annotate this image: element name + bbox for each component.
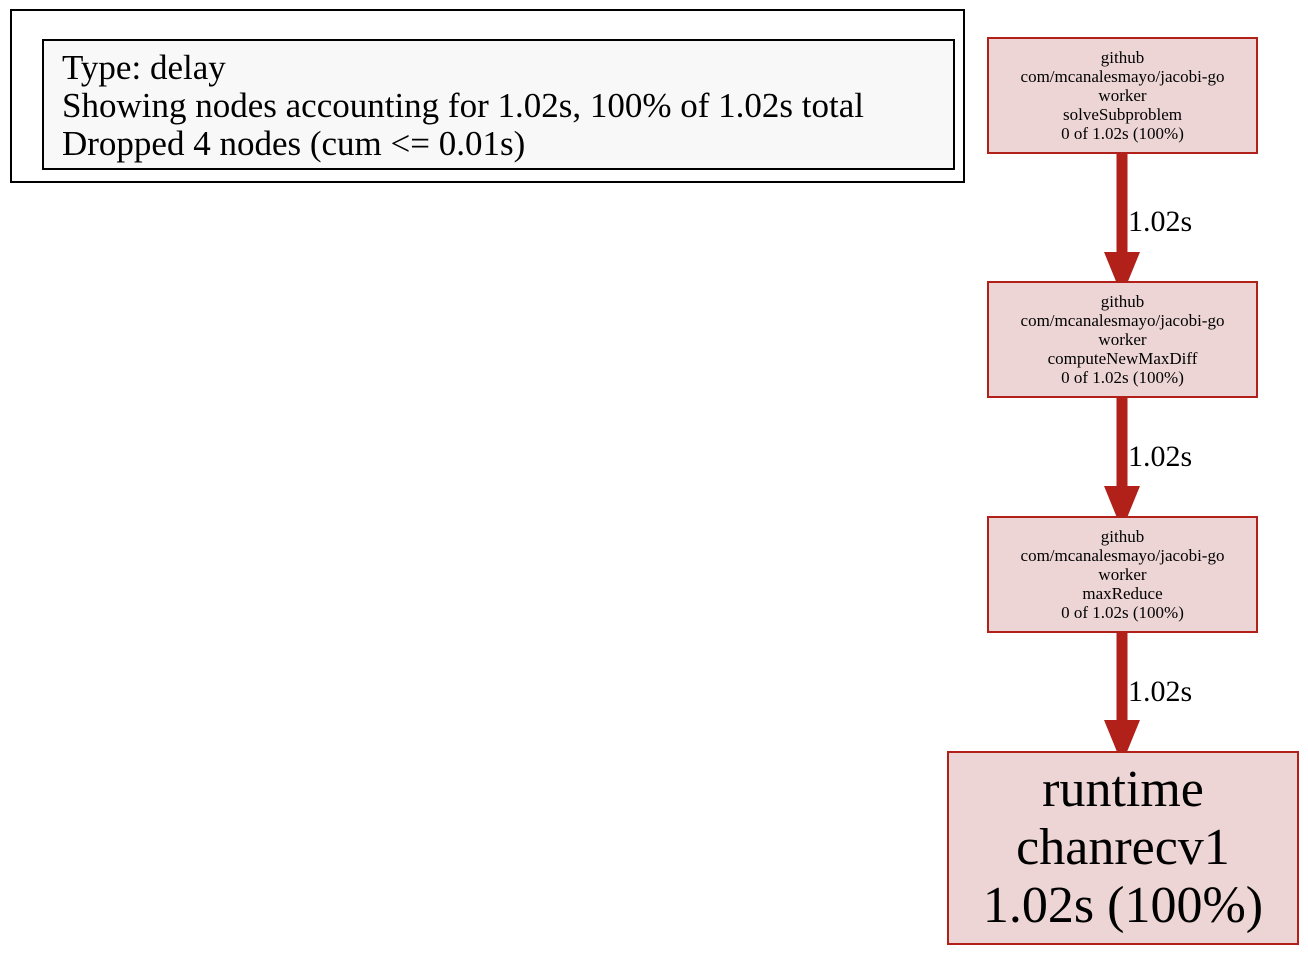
node-line: solveSubproblem xyxy=(1063,105,1182,124)
node-max-reduce[interactable]: github com/mcanalesmayo/jacobi-go worker… xyxy=(987,516,1258,633)
node-solve-subproblem[interactable]: github com/mcanalesmayo/jacobi-go worker… xyxy=(987,37,1258,154)
node-line: computeNewMaxDiff xyxy=(1047,349,1198,368)
node-line: github xyxy=(1100,48,1145,67)
legend-showing: Showing nodes accounting for 1.02s, 100%… xyxy=(62,86,864,125)
legend-type: Type: delay xyxy=(62,48,226,87)
legend-frame: Type: delay Showing nodes accounting for… xyxy=(10,9,965,183)
node-line: 1.02s (100%) xyxy=(982,877,1264,934)
edge-solve-to-compute xyxy=(1104,153,1140,296)
node-line: worker xyxy=(1098,565,1147,584)
node-line: github xyxy=(1100,527,1145,546)
node-line: worker xyxy=(1098,330,1147,349)
edge-compute-to-maxreduce xyxy=(1104,398,1140,530)
node-line: 0 of 1.02s (100%) xyxy=(1061,368,1184,387)
node-compute-new-max-diff[interactable]: github com/mcanalesmayo/jacobi-go worker… xyxy=(987,281,1258,398)
edge-maxreduce-to-chanrecv xyxy=(1104,632,1140,764)
node-line: chanrecv1 xyxy=(1016,819,1230,876)
edge-label: 1.02s xyxy=(1128,205,1193,238)
node-line: com/mcanalesmayo/jacobi-go xyxy=(1020,67,1225,86)
node-line: worker xyxy=(1098,86,1147,105)
node-line: 0 of 1.02s (100%) xyxy=(1061,603,1184,622)
legend-dropped: Dropped 4 nodes (cum <= 0.01s) xyxy=(62,124,526,163)
node-line: com/mcanalesmayo/jacobi-go xyxy=(1020,546,1225,565)
node-line: github xyxy=(1100,292,1145,311)
node-line: maxReduce xyxy=(1082,584,1163,603)
edge-label: 1.02s xyxy=(1128,675,1193,708)
node-runtime-chanrecv1[interactable]: runtime chanrecv1 1.02s (100%) xyxy=(947,751,1299,945)
edge-label: 1.02s xyxy=(1128,440,1193,473)
node-line: 0 of 1.02s (100%) xyxy=(1061,124,1184,143)
node-line: com/mcanalesmayo/jacobi-go xyxy=(1020,311,1225,330)
legend-box: Type: delay Showing nodes accounting for… xyxy=(42,39,955,170)
node-line: runtime xyxy=(1042,761,1204,818)
